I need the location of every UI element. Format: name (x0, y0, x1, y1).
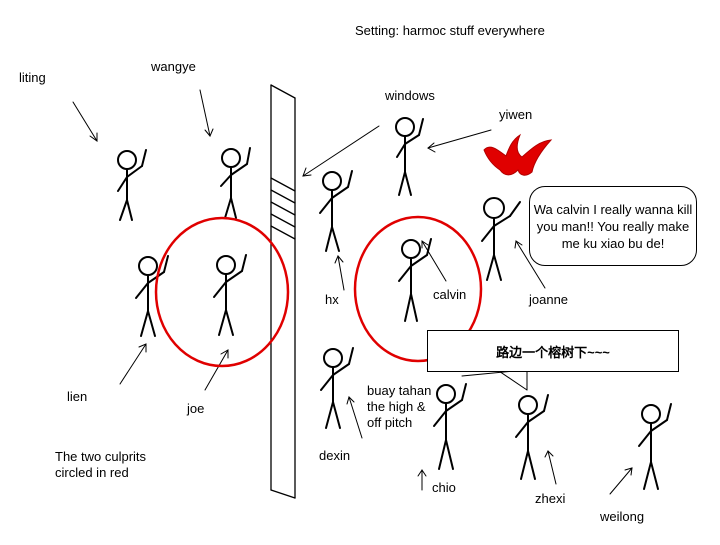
speech-bubble-text: Wa calvin I really wanna kill you man!! … (533, 201, 693, 251)
hx-arrow (334, 255, 345, 291)
dexin-caption: buay tahan the high & off pitch (367, 383, 432, 430)
culprit-circle-joe (154, 216, 290, 368)
label-zhexi: zhexi (535, 491, 566, 506)
pointer-arrows (72, 89, 633, 495)
label-hx: hx (325, 292, 339, 307)
zhexi-figure (515, 394, 549, 480)
wall (270, 84, 296, 499)
hx-figure (319, 170, 353, 252)
location-sign: 路边一个榕树下~~~ (427, 330, 679, 372)
joanne-arrow (514, 240, 546, 289)
joe-figure (213, 254, 247, 336)
calvin-arrow (421, 240, 447, 282)
label-wangye: wangye (151, 59, 196, 74)
label-joanne: joanne (529, 292, 569, 307)
culprits-note: The two culprits circled in red (55, 449, 147, 480)
zhexi-arrow (544, 450, 557, 485)
label-liting: liting (19, 70, 46, 85)
red-splat-icon (483, 133, 553, 176)
setting-caption: Setting: harmoc stuff everywhere (355, 23, 545, 38)
chio-arrow (417, 469, 427, 491)
lien-arrow (119, 343, 147, 385)
culprit-circle-calvin (353, 215, 483, 363)
dexin-arrow (346, 396, 363, 439)
dexin-figure (320, 347, 354, 429)
label-chio: chio (432, 480, 456, 495)
label-windows: windows (385, 88, 435, 103)
label-weilong: weilong (600, 509, 645, 524)
location-sign-text: 路边一个榕树下~~~ (496, 344, 610, 360)
windows-figure (395, 117, 424, 196)
wangye-arrow (199, 89, 214, 137)
weilong-arrow (609, 467, 633, 495)
label-calvin: calvin (433, 287, 467, 302)
liting-figure (117, 149, 147, 221)
label-yiwen: yiwen (499, 107, 533, 122)
chio-figure (433, 383, 467, 470)
joanne-figure (481, 197, 521, 281)
liting-arrow (72, 101, 98, 142)
yiwen-arrow (427, 129, 492, 153)
lien-figure (135, 255, 169, 337)
calvin-figure (398, 238, 432, 322)
windows-arrow (302, 125, 380, 177)
label-dexin: dexin (319, 448, 351, 463)
wangye-figure (220, 147, 251, 219)
label-lien: lien (67, 389, 88, 404)
joe-arrow (204, 349, 229, 391)
speech-bubble: Wa calvin I really wanna kill you man!! … (529, 186, 697, 266)
label-joe: joe (187, 401, 205, 416)
weilong-figure (638, 403, 672, 490)
